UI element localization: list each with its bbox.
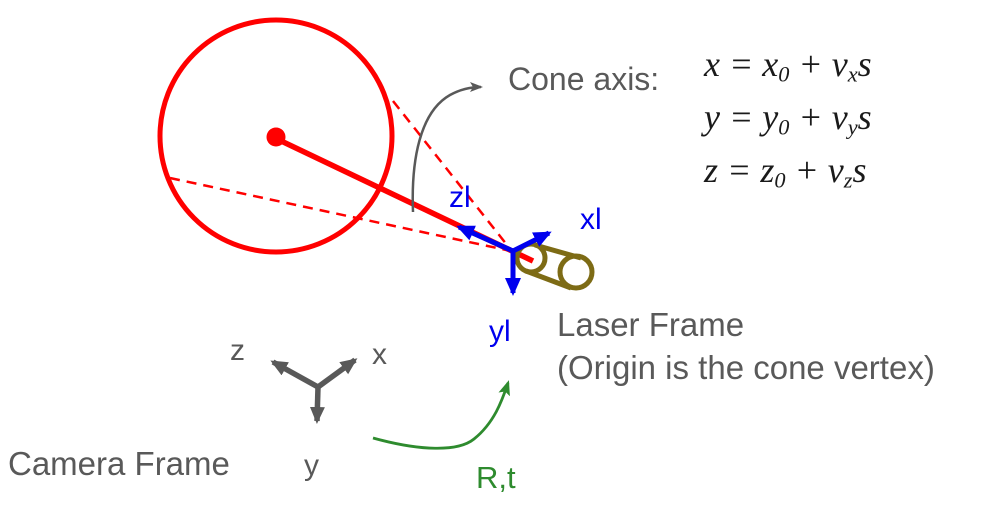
camera-axis-x-arrow (316, 357, 358, 390)
laser-axis-zl-label: zl (449, 181, 471, 214)
cone-axis-equations: x = x0 + vxs y = y0 + vys z = z0 + vzs (704, 38, 872, 197)
cone-axis-pointer-arrow (411, 82, 483, 213)
equation-line-x: x = x0 + vxs (704, 44, 872, 87)
cone-edge-dashed-upper (392, 100, 512, 251)
laser-frame-label-line2: (Origin is the cone vertex) (557, 349, 935, 386)
camera-axis-z-label: z (230, 334, 245, 367)
laser-cylinder (514, 241, 595, 291)
camera-axis-y-arrow (309, 386, 325, 424)
transform-rt-label: R,t (476, 460, 516, 495)
camera-axis-y-label: y (304, 449, 319, 482)
equation-line-z: z = z0 + vzs (704, 150, 867, 193)
laser-frame-label: Laser Frame (Origin is the cone vertex) (557, 303, 935, 389)
camera-axis-z-arrow (270, 359, 320, 390)
equation-line-y: y = y0 + vys (704, 97, 872, 140)
laser-frame-label-line1: Laser Frame (557, 306, 745, 343)
camera-frame-axes (270, 357, 358, 424)
laser-axis-xl-label: xl (580, 203, 602, 236)
cone-edge-dashed-lower (169, 176, 512, 253)
laser-frame-axes (456, 224, 552, 296)
cone-axis-label: Cone axis: (508, 61, 660, 97)
cone-base-circle (157, 17, 395, 255)
camera-frame-label: Camera Frame (8, 445, 230, 482)
laser-axis-yl-label: yl (489, 315, 511, 348)
laser-axis-zl-arrow (456, 224, 515, 254)
camera-axis-x-label: x (372, 338, 387, 371)
transform-arrow (372, 380, 510, 450)
laser-axis-xl-arrow (511, 230, 552, 254)
